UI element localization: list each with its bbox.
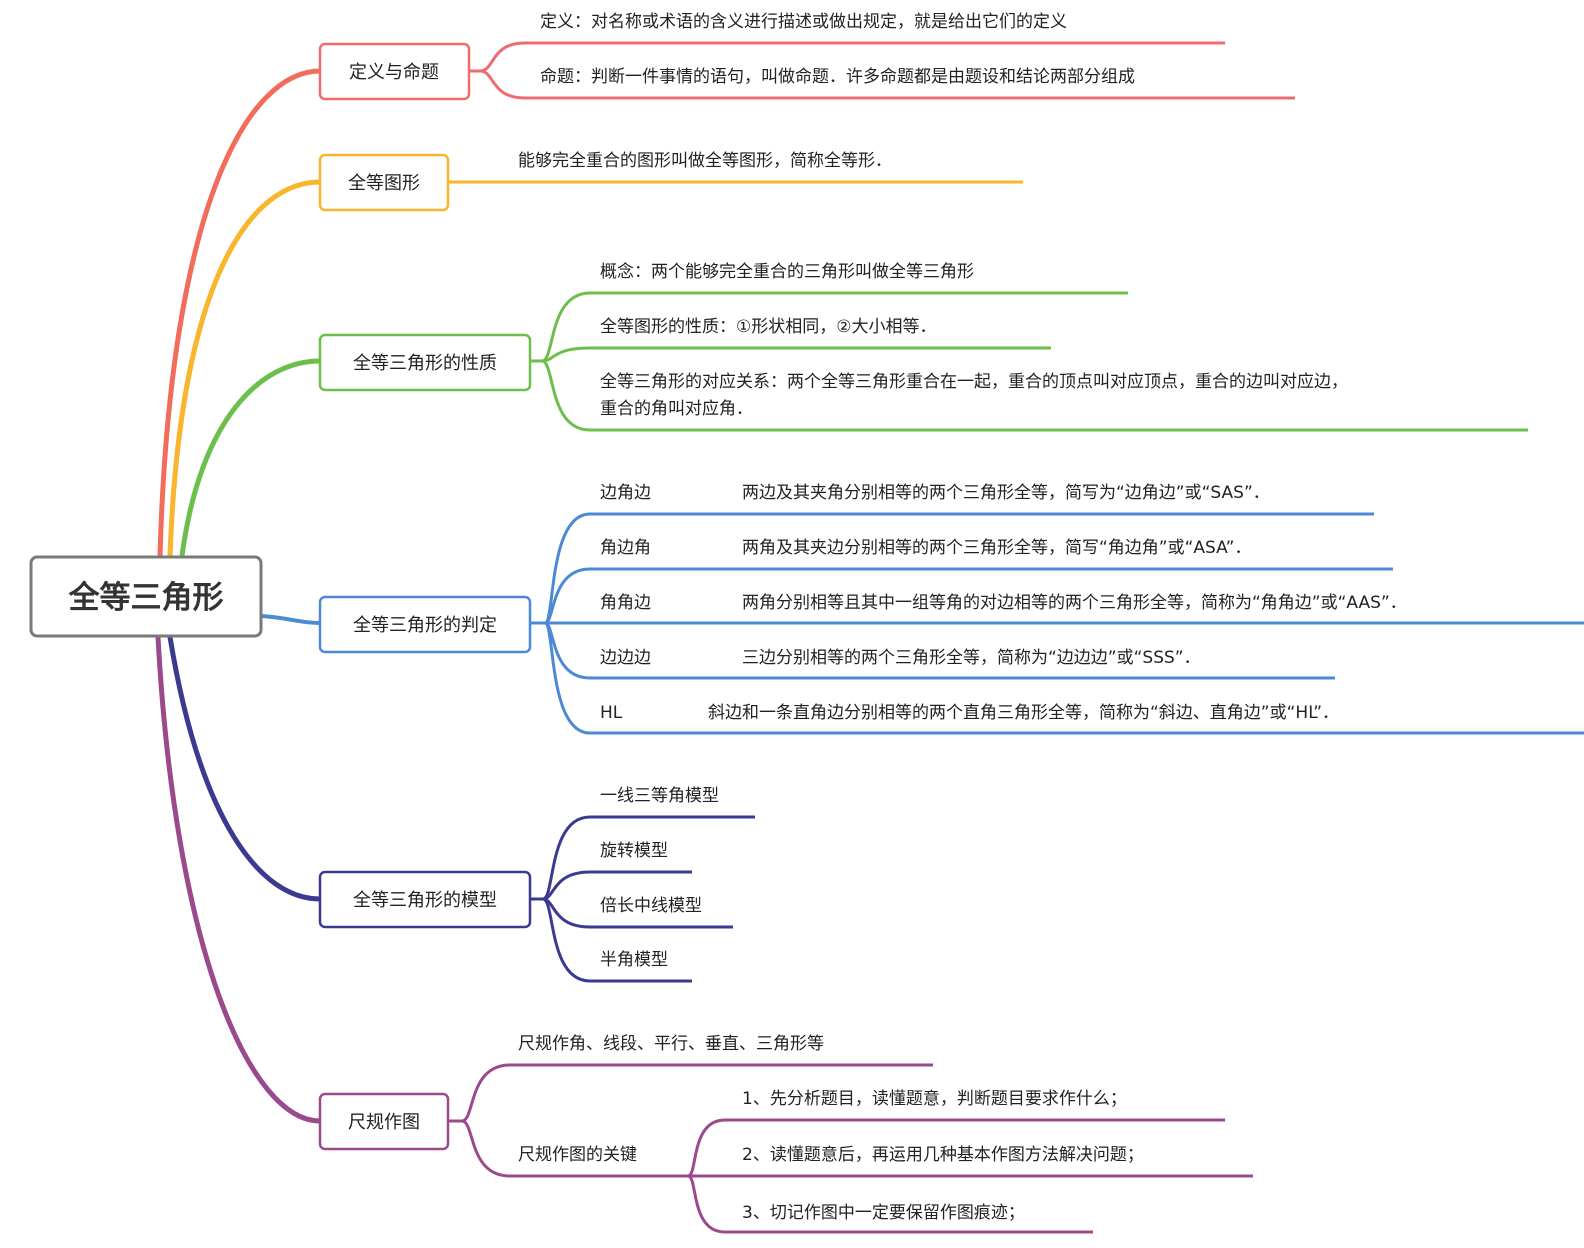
node-definition[interactable]: 定义与命题 — [318, 42, 471, 101]
connector-properties — [179, 358, 321, 557]
criterion-desc: 斜边和一条直角边分别相等的两个直角三角形全等，简称为“斜边、直角边”或“HL”． — [708, 703, 1339, 723]
criterion-name: 边边边 — [600, 648, 651, 668]
criterion-name: 角角边 — [600, 593, 651, 613]
branch-definition: 定义与命题 定义：对名称或术语的含义进行描述或做出规定，就是给出它们的定义 命题… — [318, 12, 1295, 101]
connector-definition — [157, 68, 321, 557]
connector-congruent-figures — [167, 179, 321, 557]
criterion-name: 边角边 — [600, 483, 651, 503]
leaf-text: 尺规作图的关键 — [518, 1145, 637, 1165]
connector-models — [167, 636, 321, 902]
criterion-name: 角边角 — [600, 538, 651, 558]
leaf-text: 全等三角形的对应关系：两个全等三角形重合在一起，重合的顶点叫对应顶点，重合的边叫… — [600, 372, 1348, 392]
node-properties[interactable]: 全等三角形的性质 — [318, 333, 532, 392]
leaf-text: 全等图形的性质：①形状相同，②大小相等． — [600, 317, 936, 337]
node-label: 全等三角形的判定 — [353, 615, 497, 636]
leaf-text: 倍长中线模型 — [600, 896, 702, 916]
node-label: 全等三角形的模型 — [353, 890, 497, 911]
criterion-name: HL — [600, 703, 623, 723]
step-text: 2、读懂题意后，再运用几种基本作图方法解决问题； — [742, 1145, 1144, 1165]
branch-models: 全等三角形的模型 一线三等角模型 旋转模型 倍长中线模型 半角模型 — [318, 786, 755, 983]
leaf-text: 半角模型 — [600, 950, 668, 970]
node-label: 全等图形 — [348, 173, 420, 194]
step-text: 1、先分析题目，读懂题意，判断题目要求作什么； — [742, 1089, 1127, 1109]
criterion-desc: 两角及其夹边分别相等的两个三角形全等，简写“角边角”或“ASA”． — [742, 538, 1252, 558]
node-models[interactable]: 全等三角形的模型 — [318, 870, 532, 929]
branch-criteria: 全等三角形的判定 边角边 两边及其夹角分别相等的两个三角形全等，简写为“边角边”… — [318, 483, 1584, 735]
leaf-text: 重合的角叫对应角． — [600, 399, 753, 419]
node-label: 全等三角形的性质 — [353, 353, 497, 374]
leaf-text: 命题：判断一件事情的语句，叫做命题．许多命题都是由题设和结论两部分组成 — [540, 67, 1135, 87]
leaf-text: 概念：两个能够完全重合的三角形叫做全等三角形 — [600, 261, 974, 282]
root-label: 全等三角形 — [68, 580, 224, 616]
branch-congruent-figures: 全等图形 能够完全重合的图形叫做全等图形，简称全等形． — [318, 151, 1023, 212]
root-node[interactable]: 全等三角形 — [29, 555, 263, 638]
leaf-text: 尺规作角、线段、平行、垂直、三角形等 — [518, 1034, 824, 1054]
step-text: 3、切记作图中一定要保留作图痕迹； — [742, 1203, 1025, 1223]
leaf-text: 一线三等角模型 — [600, 786, 719, 806]
node-label: 尺规作图 — [348, 1112, 420, 1133]
node-congruent-figures[interactable]: 全等图形 — [318, 153, 450, 212]
criterion-desc: 两角分别相等且其中一组等角的对边相等的两个三角形全等，简称为“角角边”或“AAS… — [742, 593, 1407, 613]
branch-properties: 全等三角形的性质 概念：两个能够完全重合的三角形叫做全等三角形 全等图形的性质：… — [318, 261, 1528, 432]
leaf-text: 旋转模型 — [600, 841, 668, 861]
leaf-text: 定义：对名称或术语的含义进行描述或做出规定，就是给出它们的定义 — [540, 12, 1067, 32]
node-label: 定义与命题 — [349, 62, 439, 83]
leaf-text: 能够完全重合的图形叫做全等图形，简称全等形． — [518, 151, 892, 171]
connector-construction — [155, 636, 321, 1124]
node-construction[interactable]: 尺规作图 — [318, 1092, 450, 1151]
branch-construction: 尺规作图 尺规作角、线段、平行、垂直、三角形等 尺规作图的关键 1、先分析题目，… — [318, 1034, 1253, 1234]
criterion-desc: 两边及其夹角分别相等的两个三角形全等，简写为“边角边”或“SAS”． — [742, 483, 1270, 503]
connector-criteria — [261, 614, 321, 625]
node-criteria[interactable]: 全等三角形的判定 — [318, 595, 532, 654]
criterion-desc: 三边分别相等的两个三角形全等，简称为“边边边”或“SSS”． — [742, 648, 1201, 668]
